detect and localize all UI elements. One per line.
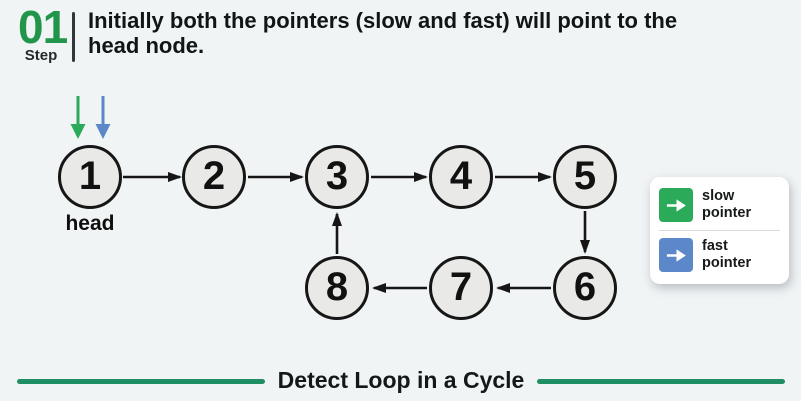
legend-label-fast: fast pointer <box>702 237 752 272</box>
list-node-8: 8 <box>305 256 369 320</box>
page-title-line1: Initially both the pointers (slow and fa… <box>88 8 678 33</box>
legend-item-fast: fast pointer <box>658 233 781 278</box>
list-node-6: 6 <box>553 256 617 320</box>
footer-line-left <box>17 378 265 384</box>
list-node-1: 1 <box>58 145 122 209</box>
footer-line-right <box>537 378 786 384</box>
footer-banner: Detect Loop in a Cycle <box>17 366 786 394</box>
head-node-label: head <box>65 212 115 235</box>
legend-item-slow: slow pointer <box>658 183 781 228</box>
list-node-3: 3 <box>305 145 369 209</box>
step-number: 01 <box>18 1 68 53</box>
list-node-5: 5 <box>553 145 617 209</box>
fast-pointer-swatch-icon <box>659 238 693 273</box>
slow-pointer-arrow-icon <box>70 96 86 139</box>
page-title: Initially both the pointers (slow and fa… <box>88 8 677 58</box>
legend-label-slow: slow pointer <box>702 188 752 222</box>
fast-pointer-arrow-icon <box>95 96 111 139</box>
page-title-line2: head node. <box>88 33 205 58</box>
list-node-4: 4 <box>429 145 493 209</box>
list-node-7: 7 <box>429 256 493 320</box>
footer-title: Detect Loop in a Cycle <box>277 366 525 393</box>
pointer-legend: slow pointer fast pointer <box>650 177 789 284</box>
step-label: Step <box>24 47 58 64</box>
slow-pointer-swatch-icon <box>659 188 693 223</box>
legend-divider <box>659 229 780 231</box>
header-divider <box>72 12 75 62</box>
list-node-2: 2 <box>182 145 246 209</box>
